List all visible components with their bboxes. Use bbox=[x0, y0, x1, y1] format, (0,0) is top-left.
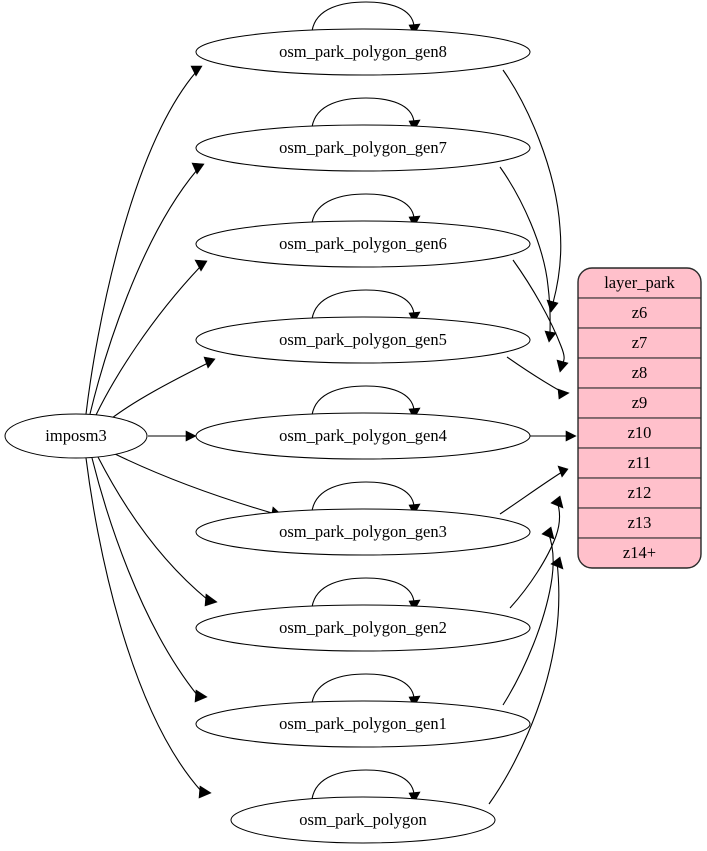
node-gen4[interactable]: osm_park_polygon_gen4 bbox=[195, 412, 531, 460]
node-gen1-label: osm_park_polygon_gen1 bbox=[279, 714, 447, 733]
layer-park-row-z14p[interactable] bbox=[578, 537, 701, 568]
edge-group-source-to-nodes bbox=[85, 65, 284, 799]
edge-gen5-self-loop bbox=[311, 289, 415, 320]
node-gen6-label: osm_park_polygon_gen6 bbox=[279, 234, 447, 253]
node-gen3-shape[interactable] bbox=[195, 508, 531, 556]
layer-park-outline bbox=[577, 267, 702, 569]
node-gen2-shape[interactable] bbox=[195, 604, 531, 652]
arrow-gen7-to-z7 bbox=[544, 330, 557, 343]
edge-gen6-self-loop bbox=[311, 193, 415, 224]
arrow-gen5-to-z9 bbox=[557, 388, 570, 400]
node-gen1-shape[interactable] bbox=[195, 700, 531, 748]
layer-park-label-z7: z7 bbox=[632, 333, 648, 352]
node-gen8[interactable]: osm_park_polygon_gen8 bbox=[195, 28, 531, 76]
node-gen4-shape[interactable] bbox=[195, 412, 531, 460]
edge-gen1-self-loop bbox=[311, 673, 415, 704]
node-gen4-label: osm_park_polygon_gen4 bbox=[279, 426, 447, 445]
node-gen1[interactable]: osm_park_polygon_gen1 bbox=[195, 700, 531, 748]
arrow-base-to-z14p bbox=[550, 556, 564, 570]
edge-imposm3-to-base bbox=[85, 457, 203, 793]
layer-park-label-z10: z10 bbox=[628, 423, 652, 442]
node-gen3[interactable]: osm_park_polygon_gen3 bbox=[195, 508, 531, 556]
edge-gen3-self-loop bbox=[311, 481, 415, 512]
node-gen5-label: osm_park_polygon_gen5 bbox=[279, 330, 447, 349]
node-gen5-shape[interactable] bbox=[195, 316, 531, 364]
layer-park-label-z12: z12 bbox=[628, 483, 652, 502]
arrow-imposm3-to-gen8 bbox=[190, 65, 203, 77]
edge-gen2-self-loop bbox=[311, 577, 415, 608]
layer-park-row-z10[interactable] bbox=[578, 417, 701, 449]
edge-imposm3-to-gen7 bbox=[89, 169, 198, 415]
edge-imposm3-to-gen1 bbox=[91, 457, 199, 697]
node-base-shape[interactable] bbox=[230, 796, 496, 844]
edge-gen6-to-z8 bbox=[512, 259, 565, 365]
node-gen8-label: osm_park_polygon_gen8 bbox=[279, 42, 447, 61]
edge-gen3-to-z11 bbox=[499, 471, 563, 515]
layer-park-label-z9: z9 bbox=[632, 393, 648, 412]
node-base[interactable]: osm_park_polygon bbox=[230, 796, 496, 844]
layer-park-table[interactable]: layer_park z6 z7 z8 z9 z10 z11 z12 z13 z… bbox=[577, 267, 702, 569]
node-gen3-label: osm_park_polygon_gen3 bbox=[279, 522, 447, 541]
arrow-base-self-loop bbox=[408, 791, 421, 804]
edge-imposm3-to-gen3 bbox=[114, 453, 273, 514]
edge-base-to-z14p bbox=[488, 561, 560, 805]
layer-park-row-z13[interactable] bbox=[578, 507, 701, 539]
node-gen7[interactable]: osm_park_polygon_gen7 bbox=[195, 124, 531, 172]
arrow-gen8-to-z6 bbox=[546, 299, 559, 313]
arrow-imposm3-to-base bbox=[198, 785, 212, 799]
layer-park-label-z14p: z14+ bbox=[623, 543, 656, 562]
arrow-gen4-to-z10 bbox=[565, 430, 577, 442]
arrow-imposm3-to-gen6 bbox=[194, 259, 208, 272]
node-gen2[interactable]: osm_park_polygon_gen2 bbox=[195, 604, 531, 652]
node-gen8-shape[interactable] bbox=[195, 28, 531, 76]
arrow-gen3-to-z11 bbox=[557, 465, 569, 478]
arrow-gen2-to-z12 bbox=[550, 495, 564, 509]
layer-park-header-label: layer_park bbox=[604, 273, 675, 292]
edge-imposm3-to-gen5 bbox=[111, 362, 209, 419]
node-imposm3-label: imposm3 bbox=[45, 426, 106, 445]
layer-park-row-z6[interactable] bbox=[578, 297, 701, 329]
node-gen5[interactable]: osm_park_polygon_gen5 bbox=[195, 316, 531, 364]
arrow-imposm3-to-gen2 bbox=[204, 593, 218, 607]
node-gen6[interactable]: osm_park_polygon_gen6 bbox=[195, 220, 531, 268]
edge-base-self-loop bbox=[311, 769, 415, 800]
layer-park-row-z9[interactable] bbox=[578, 387, 701, 419]
node-gen7-shape[interactable] bbox=[195, 124, 531, 172]
layer-park-cells bbox=[578, 268, 701, 568]
edge-group-nodes-to-layers bbox=[488, 69, 577, 805]
edge-gen5-to-z9 bbox=[506, 356, 563, 393]
arrow-imposm3-to-gen5 bbox=[203, 356, 216, 369]
arrow-gen6-to-z8 bbox=[556, 359, 569, 373]
arrow-imposm3-to-gen7 bbox=[191, 162, 205, 175]
layer-park-label-z13: z13 bbox=[628, 513, 652, 532]
edge-gen8-to-z6 bbox=[502, 69, 562, 304]
edge-imposm3-to-gen6 bbox=[95, 266, 201, 416]
layer-park-label-z8: z8 bbox=[632, 363, 648, 382]
node-base-label: osm_park_polygon bbox=[299, 810, 426, 829]
arrow-imposm3-to-gen4 bbox=[185, 430, 197, 442]
edge-gen1-to-z13 bbox=[502, 531, 554, 706]
layer-park-label-z6: z6 bbox=[632, 303, 648, 322]
node-gen7-label: osm_park_polygon_gen7 bbox=[279, 138, 447, 157]
edge-imposm3-to-gen8 bbox=[85, 71, 197, 415]
layer-park-label-z11: z11 bbox=[628, 453, 651, 472]
edge-gen7-self-loop bbox=[311, 97, 415, 128]
layer-park-row-z12[interactable] bbox=[578, 477, 701, 509]
edge-group-self-loops bbox=[311, 1, 421, 804]
edge-imposm3-to-gen2 bbox=[97, 456, 209, 601]
node-imposm3-shape[interactable] bbox=[4, 413, 148, 459]
edge-gen2-to-z12 bbox=[509, 500, 561, 609]
node-gen6-shape[interactable] bbox=[195, 220, 531, 268]
node-imposm3[interactable]: imposm3 bbox=[4, 413, 148, 459]
arrow-imposm3-to-gen1 bbox=[194, 689, 208, 703]
edge-gen8-self-loop bbox=[311, 1, 415, 32]
arrow-gen1-to-z13 bbox=[541, 526, 555, 540]
node-gen2-label: osm_park_polygon_gen2 bbox=[279, 618, 447, 637]
edge-gen4-self-loop bbox=[311, 385, 415, 416]
